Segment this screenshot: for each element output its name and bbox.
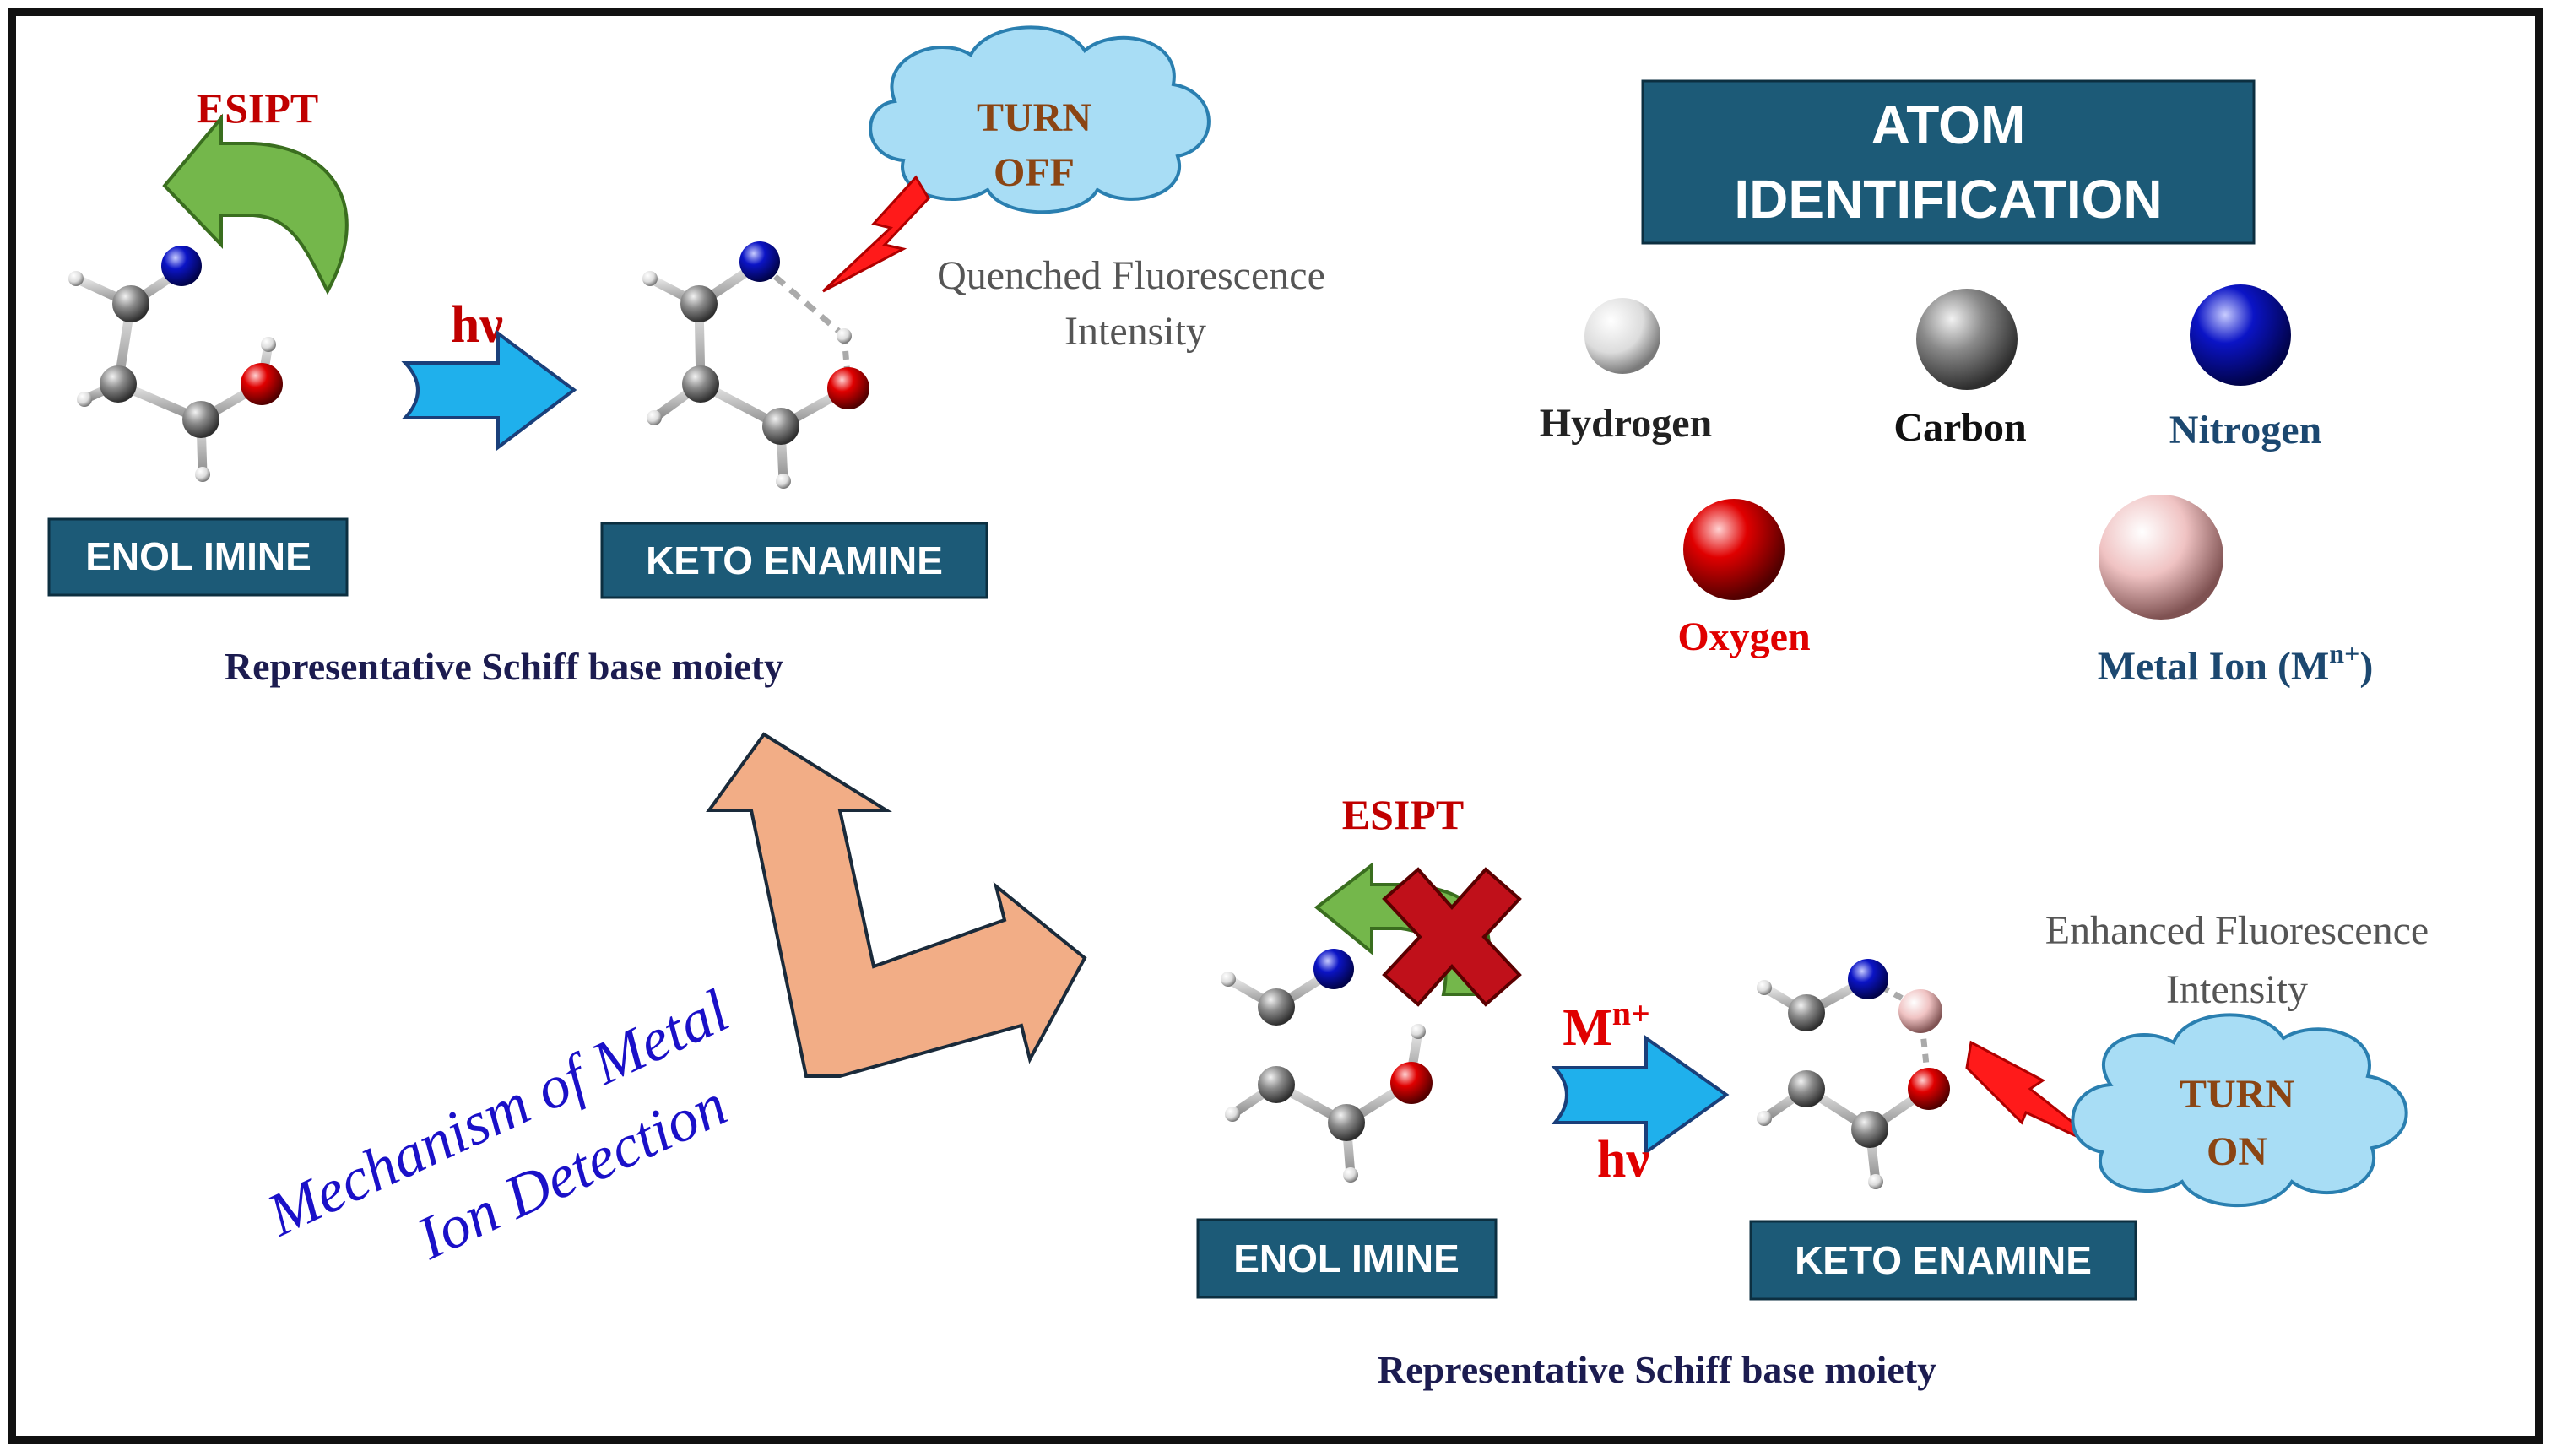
carbon-sphere-icon <box>1916 289 2018 390</box>
legend-title-line1: ATOM <box>1871 95 2026 155</box>
legend-title-line2: IDENTIFICATION <box>1734 169 2162 230</box>
top-lightning-bolt <box>821 175 930 293</box>
hydrogen-sphere-icon <box>1584 298 1660 374</box>
quenched-note-line1: Quenched Fluorescence <box>937 253 1325 298</box>
keto-enamine-label-bottom-text: KETO ENAMINE <box>1795 1238 2092 1282</box>
keto-enamine-metal-molecule-bottom <box>1757 959 1950 1189</box>
enhanced-note-line1: Enhanced Fluorescence <box>2045 908 2429 953</box>
bottom-panel: ESIPT <box>1196 791 2429 1391</box>
bottom-reaction-arrow <box>1551 1035 1730 1156</box>
legend-oxygen-label: Oxygen <box>1677 614 1810 659</box>
turn-on-line2: ON <box>2207 1129 2267 1174</box>
keto-enamine-label-bottom <box>1749 1220 2137 1301</box>
enhanced-note-line2: Intensity <box>2166 967 2308 1012</box>
top-panel: ESIPT hν <box>47 25 1325 688</box>
top-caption: Representative Schiff base moiety <box>225 645 783 688</box>
bottom-reagent-label: Mn+ <box>1563 994 1650 1057</box>
enol-imine-label-bottom <box>1196 1218 1498 1299</box>
enol-imine-label-bottom-text: ENOL IMINE <box>1233 1237 1460 1280</box>
top-hv-label: hν <box>451 296 503 354</box>
oxygen-sphere-icon <box>1683 499 1785 600</box>
legend-carbon-label: Carbon <box>1893 405 2026 450</box>
enol-imine-molecule-top <box>68 246 283 482</box>
bottom-hv-label: hν <box>1597 1131 1649 1188</box>
enol-imine-label-top-text: ENOL IMINE <box>85 534 311 578</box>
enol-imine-label-top <box>47 517 349 597</box>
metal-sphere-icon <box>2099 495 2223 620</box>
atom-legend: ATOM IDENTIFICATION Hydrogen Carbon Nitr… <box>1540 79 2374 689</box>
blocked-x-icon <box>1382 867 1522 1007</box>
top-reaction-arrow <box>401 330 577 452</box>
bottom-esipt-label: ESIPT <box>1342 791 1465 838</box>
legend-metal-label: Metal Ion (Mn+) <box>2098 638 2374 689</box>
enol-imine-molecule-bottom <box>1221 949 1433 1183</box>
nitrogen-sphere-icon <box>2190 284 2291 386</box>
turn-on-line1: TURN <box>2180 1072 2294 1117</box>
turn-off-line2: OFF <box>994 150 1075 195</box>
mechanism-title: Mechanism of Metal Ion Detection <box>257 977 739 1273</box>
bottom-caption: Representative Schiff base moiety <box>1378 1348 1936 1391</box>
legend-title-box <box>1641 79 2256 245</box>
turn-on-cloud <box>2071 1013 2408 1208</box>
esipt-curved-arrow <box>162 113 349 295</box>
mechanism-bent-arrow <box>706 732 1087 1078</box>
keto-enamine-molecule-top <box>642 241 869 489</box>
diagram-frame <box>8 8 2543 1444</box>
turn-off-line1: TURN <box>977 95 1091 140</box>
quenched-note-line2: Intensity <box>1064 309 1206 354</box>
keto-enamine-label-top-text: KETO ENAMINE <box>646 539 943 582</box>
keto-enamine-label-top <box>600 522 988 599</box>
legend-hydrogen-label: Hydrogen <box>1540 401 1712 446</box>
legend-nitrogen-label: Nitrogen <box>2169 408 2321 452</box>
